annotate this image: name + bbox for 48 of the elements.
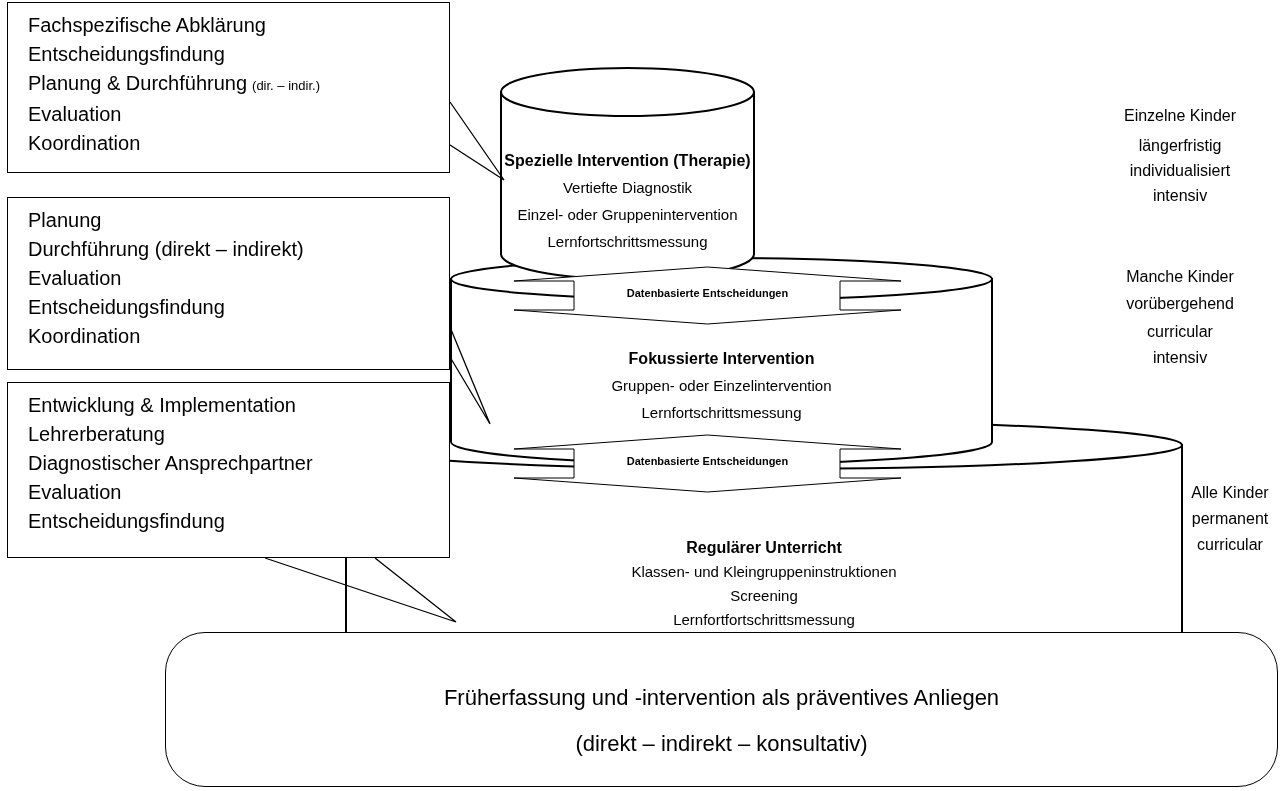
tier-item: Lernfortfortschrittsmessung (673, 610, 855, 630)
side-note: curricular (1147, 323, 1213, 341)
tier-item: Lernfortschrittsmessung (641, 403, 802, 423)
tier-title: Spezielle Intervention (Therapie) (504, 151, 751, 171)
task-text: Lehrerberatung (28, 422, 166, 447)
task-text: Evaluation (28, 266, 123, 291)
task-text: Fachspezifische Abklärung (28, 13, 267, 38)
side-note: permanent (1191, 510, 1269, 528)
side-note: intensiv (1152, 349, 1208, 367)
side-note: Einzelne Kinder (1123, 107, 1237, 125)
task-text: Entscheidungsfindung (28, 295, 226, 320)
task-text: Planung (28, 208, 103, 233)
side-note: Alle Kinder (1191, 484, 1269, 502)
tier-item: Gruppen- oder Einzelintervention (611, 376, 832, 396)
callout-box (7, 2, 450, 173)
side-note: längerfristig (1138, 137, 1222, 155)
tier-item: Lernfortschrittsmessung (547, 232, 708, 252)
side-note: curricular (1197, 536, 1263, 554)
callout-pointer (264, 557, 457, 623)
tier-item: Einzel- oder Gruppenintervention (517, 205, 738, 225)
task-text: Entscheidungsfindung (28, 42, 226, 67)
rounded-box (165, 632, 1278, 787)
task-text: Evaluation (28, 102, 123, 127)
tier-item: Screening (730, 586, 798, 606)
tier-item: Vertiefte Diagnostik (562, 178, 693, 198)
side-note: individualisiert (1129, 162, 1231, 180)
task-text: Durchführung (direkt – indirekt) (28, 237, 305, 262)
task-text: Koordination (28, 324, 142, 349)
tier-title: Regulärer Unterricht (686, 538, 842, 558)
task-text: Planung & Durchführung (dir. – indir.) (28, 71, 321, 96)
side-note: Manche Kinder (1126, 268, 1234, 286)
task-text: Diagnostischer Ansprechpartner (28, 451, 314, 476)
task-text: Entscheidungsfindung (28, 509, 226, 534)
task-text: Koordination (28, 131, 142, 156)
arrow-label: Datenbasierte Entscheidungen (626, 287, 789, 299)
side-note: intensiv (1152, 187, 1208, 205)
arrow-label: Datenbasierte Entscheidungen (626, 455, 789, 467)
tier-item: Klassen- und Kleingruppeninstruktionen (631, 562, 897, 582)
side-note: vorübergehend (1126, 295, 1234, 313)
callout-box (7, 382, 450, 558)
callout-pointer (449, 101, 505, 181)
task-text: Entwicklung & Implementation (28, 393, 297, 418)
box-text: Früherfassung und -intervention als präventives Anliegen (443, 685, 1000, 711)
task-text: Evaluation (28, 480, 123, 505)
callout-box (7, 197, 450, 370)
box-text: (direkt – indirekt – konsultativ) (575, 731, 868, 757)
note-text: (dir. – indir.) (252, 78, 320, 93)
tier-title: Fokussierte Intervention (628, 349, 815, 369)
